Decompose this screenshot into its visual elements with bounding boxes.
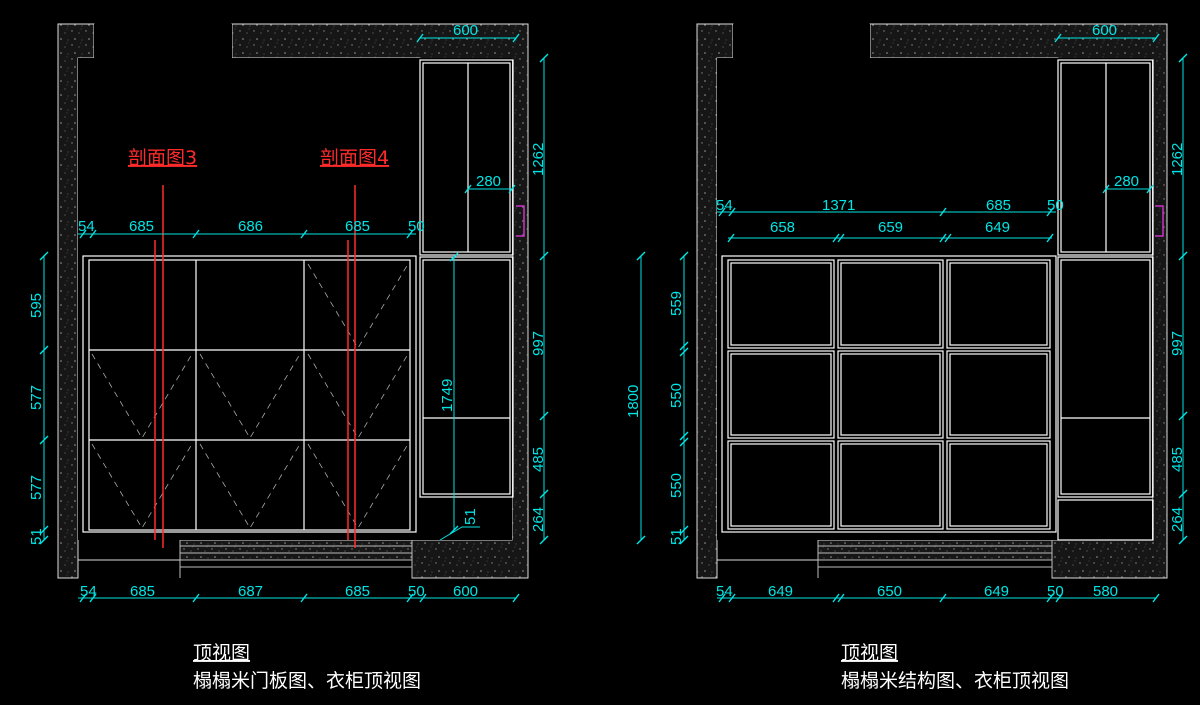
left-top-dim-685a: 685 xyxy=(129,218,154,235)
right-top-dim-50: 50 xyxy=(1047,197,1064,214)
left-section-lines xyxy=(154,185,356,548)
right-right-dim-1262: 1262 xyxy=(1169,143,1186,176)
right-side-dim-550a: 550 xyxy=(668,383,685,408)
left-bottom-dim-687: 687 xyxy=(238,583,263,600)
section-label-4: 剖面图4 xyxy=(320,147,389,169)
right-bottom-dim-649a: 649 xyxy=(768,583,793,600)
left-right-dim-1262: 1262 xyxy=(530,143,547,176)
left-right-dim-997: 997 xyxy=(530,331,547,356)
right-bottom-dim-650: 650 xyxy=(877,583,902,600)
left-tall-dim: 1749 xyxy=(439,379,456,412)
right-room xyxy=(717,58,1152,540)
right-right-dim-997: 997 xyxy=(1169,331,1186,356)
right-bottom-dim-649b: 649 xyxy=(984,583,1009,600)
left-tatami xyxy=(82,255,417,533)
left-steps xyxy=(179,540,413,578)
right-side-dim-559: 559 xyxy=(668,291,685,316)
right-top-dim-649: 649 xyxy=(985,219,1010,236)
left-caption-title: 顶视图 xyxy=(193,642,250,664)
left-dim-51: 51 xyxy=(462,508,479,525)
right-steps xyxy=(817,540,1053,578)
left-bottom-dim-54: 54 xyxy=(80,583,97,600)
left-view: 剖面图3 剖面图4 xyxy=(28,22,549,692)
right-top-right-dim: 600 xyxy=(1092,22,1117,39)
right-overall-dim: 1800 xyxy=(625,385,642,418)
left-leader-51 xyxy=(439,526,480,541)
left-right-dim-485: 485 xyxy=(530,447,547,472)
right-caption-title: 顶视图 xyxy=(841,642,898,664)
right-top-dim-685: 685 xyxy=(986,197,1011,214)
left-wardrobe xyxy=(419,59,514,498)
right-side-dim-51: 51 xyxy=(668,528,685,545)
right-top-dim-54: 54 xyxy=(716,197,733,214)
left-bottom-dim-685b: 685 xyxy=(345,583,370,600)
right-top-dim-658: 658 xyxy=(770,219,795,236)
left-side-dim-51: 51 xyxy=(28,528,45,545)
right-marker-icon xyxy=(1155,205,1164,237)
left-top-dim-54: 54 xyxy=(78,218,95,235)
left-dim-lines xyxy=(43,37,545,599)
left-room xyxy=(78,58,512,540)
left-top-dim-50: 50 xyxy=(408,218,425,235)
left-top-right-dim: 600 xyxy=(453,22,478,39)
left-dim-ticks xyxy=(39,33,549,603)
right-top-dim-659: 659 xyxy=(878,219,903,236)
left-caption-sub: 榻榻米门板图、衣柜顶视图 xyxy=(193,670,421,692)
right-top-dim-1371: 1371 xyxy=(822,197,855,214)
right-bottom-dim-54: 54 xyxy=(716,583,733,600)
left-bottom-dim-685a: 685 xyxy=(130,583,155,600)
right-right-dim-485: 485 xyxy=(1169,447,1186,472)
section-label-3: 剖面图3 xyxy=(128,147,197,169)
right-side-dim-550b: 550 xyxy=(668,473,685,498)
left-top-dim-685b: 685 xyxy=(345,218,370,235)
left-marker-icon xyxy=(516,205,525,237)
left-top-dim-686: 686 xyxy=(238,218,263,235)
right-view: 54 1371 685 50 658 659 649 600 280 1800 … xyxy=(625,22,1188,692)
left-side-dim-577a: 577 xyxy=(28,385,45,410)
right-wardrobe xyxy=(1057,59,1154,541)
right-tatami-frame xyxy=(721,255,1057,533)
left-bottom-dim-50: 50 xyxy=(408,583,425,600)
right-inner-dim: 280 xyxy=(1114,173,1139,190)
right-dim-ticks xyxy=(636,33,1188,603)
left-side-dim-577b: 577 xyxy=(28,475,45,500)
right-bottom-dim-580: 580 xyxy=(1093,583,1118,600)
left-right-dim-264: 264 xyxy=(530,507,547,532)
right-right-dim-264: 264 xyxy=(1169,507,1186,532)
left-inner-dim: 280 xyxy=(476,173,501,190)
right-bottom-dim-50: 50 xyxy=(1047,583,1064,600)
left-side-dim-595: 595 xyxy=(28,293,45,318)
right-dim-lines xyxy=(640,37,1184,599)
left-bottom-dim-600: 600 xyxy=(453,583,478,600)
right-caption-sub: 榻榻米结构图、衣柜顶视图 xyxy=(841,670,1069,692)
